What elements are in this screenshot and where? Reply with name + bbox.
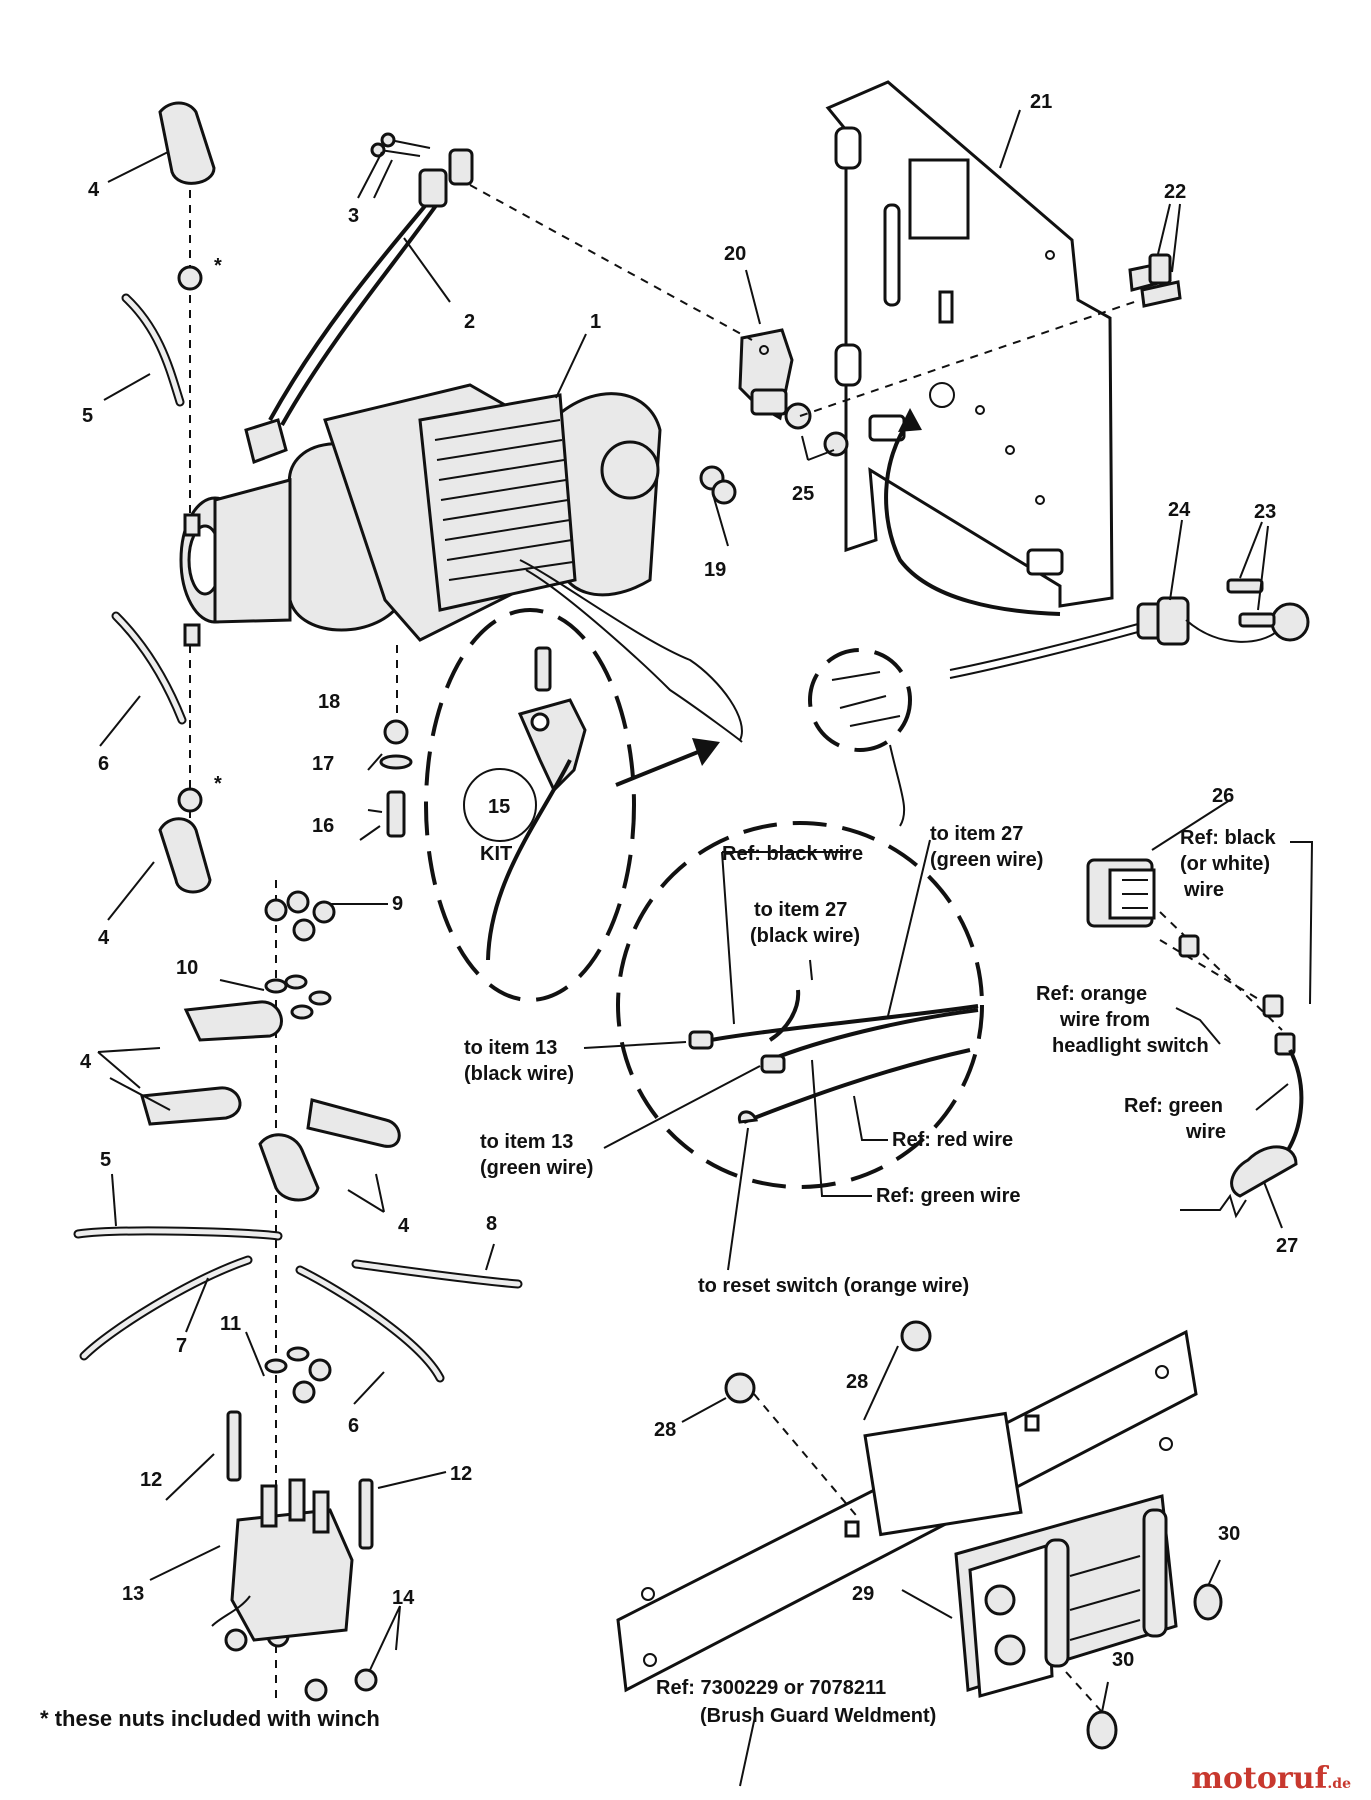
terminal-boots (140, 101, 401, 1202)
nuts (699, 402, 849, 505)
callout-12: 12 (140, 1469, 162, 1491)
footnote-star: * (40, 1706, 49, 1731)
reference-labels: Ref: black wire to item 27 (green wire) … (464, 823, 1276, 1727)
brush-guard-plate (616, 1320, 1198, 1693)
battery-cables (73, 293, 523, 1383)
callout-28: 28 (846, 1371, 868, 1393)
label-to-item13-green: (green wire) (480, 1157, 593, 1179)
kit-inset (424, 608, 720, 1002)
label-ref-red-wire: Ref: red wire (892, 1129, 1013, 1151)
callout-30: 30 (1218, 1523, 1240, 1545)
callout-4: 4 (98, 927, 110, 949)
winch (179, 383, 743, 743)
callout-24: 24 (1168, 499, 1191, 521)
callout-6: 6 (98, 753, 109, 775)
assembly-line (469, 184, 753, 341)
solenoid (211, 1410, 374, 1642)
callout-29: 29 (852, 1583, 874, 1605)
label-to-item27-black: (black wire) (750, 925, 860, 947)
label-to-item27-green: (green wire) (930, 849, 1043, 871)
callout-4: 4 (398, 1215, 410, 1237)
callout-17: 17 (312, 753, 334, 775)
callout-15: 15 (488, 796, 510, 818)
callout-10: 10 (176, 957, 198, 979)
callout-22: 22 (1164, 181, 1186, 203)
callout-6: 6 (348, 1415, 359, 1437)
label-brush-guard-ref: (Brush Guard Weldment) (700, 1705, 936, 1727)
callout-27: 27 (1276, 1235, 1298, 1257)
label-ref-green-wire: Ref: green wire (876, 1185, 1020, 1207)
footnote-text: these nuts included with winch (54, 1706, 380, 1731)
callout-18: 18 (318, 691, 340, 713)
watermark-logo: motoruf.de (1191, 1761, 1351, 1796)
bolts (1128, 253, 1182, 308)
asterisk-mark: * (214, 255, 222, 277)
callout-11: 11 (220, 1313, 241, 1335)
label-ref-black-or-white: (or white) (1180, 853, 1270, 875)
label-ref-green: wire (1185, 1121, 1226, 1143)
asterisk-mark: * (214, 773, 222, 795)
label-to-item13-green: to item 13 (480, 1131, 573, 1153)
callout-28: 28 (654, 1419, 676, 1441)
watermark-suffix: .de (1327, 1776, 1351, 1792)
reset-switch (949, 578, 1310, 679)
rocker-switch (1086, 858, 1304, 1219)
callout-14: 14 (392, 1587, 415, 1609)
callout-numbers: 1 2 3 4 4 4 4 5 5 6 6 7 8 9 10 11 12 12 … (80, 91, 1298, 1671)
label-ref-black-or-white: wire (1183, 879, 1224, 901)
nuts (224, 890, 378, 1702)
callout-30: 30 (1112, 1649, 1134, 1671)
callout-26: 26 (1212, 785, 1234, 807)
callout-19: 19 (704, 559, 726, 581)
arrow (884, 418, 1061, 616)
callout-2: 2 (464, 311, 475, 333)
wire-harness (244, 132, 474, 464)
callout-21: 21 (1030, 91, 1052, 113)
callout-23: 23 (1254, 501, 1276, 523)
label-to-item13-black: (black wire) (464, 1063, 574, 1085)
callout-3: 3 (348, 205, 359, 227)
callout-5: 5 (82, 405, 93, 427)
callout-7: 7 (176, 1335, 187, 1357)
label-to-item13-black: to item 13 (464, 1037, 557, 1059)
wire-detail-inset (616, 648, 984, 1189)
callout-4: 4 (88, 179, 100, 201)
callout-20: 20 (724, 243, 746, 265)
callout-12: 12 (450, 1463, 472, 1485)
callout-1: 1 (590, 311, 601, 333)
bracket (738, 328, 794, 421)
label-ref-orange: Ref: orange (1036, 983, 1147, 1005)
label-to-item27-black: to item 27 (754, 899, 847, 921)
label-ref-black-or-white: Ref: black (1180, 827, 1276, 849)
callout-5: 5 (100, 1149, 111, 1171)
label-reset-switch: to reset switch (orange wire) (698, 1275, 969, 1297)
label-brush-guard-ref: Ref: 7300229 or 7078211 (656, 1677, 886, 1699)
callout-8: 8 (486, 1213, 497, 1235)
mounting-plate (825, 80, 1114, 608)
fairlead (954, 1494, 1223, 1750)
leader-lines (97, 109, 1314, 1787)
callout-4: 4 (80, 1051, 92, 1073)
label-ref-green: Ref: green (1124, 1095, 1223, 1117)
label-ref-orange: wire from (1059, 1009, 1150, 1031)
kit-label: KIT (480, 843, 512, 865)
label-ref-orange: headlight switch (1052, 1035, 1209, 1057)
callout-25: 25 (792, 483, 814, 505)
callout-13: 13 (122, 1583, 144, 1605)
footnote: * these nuts included with winch (40, 1706, 380, 1732)
callout-16: 16 (312, 815, 334, 837)
nuts (177, 265, 413, 838)
label-ref-black-wire: Ref: black wire (722, 843, 863, 865)
watermark-name: motoruf (1191, 1761, 1328, 1796)
callout-9: 9 (392, 893, 403, 915)
label-to-item27-green: to item 27 (930, 823, 1023, 845)
